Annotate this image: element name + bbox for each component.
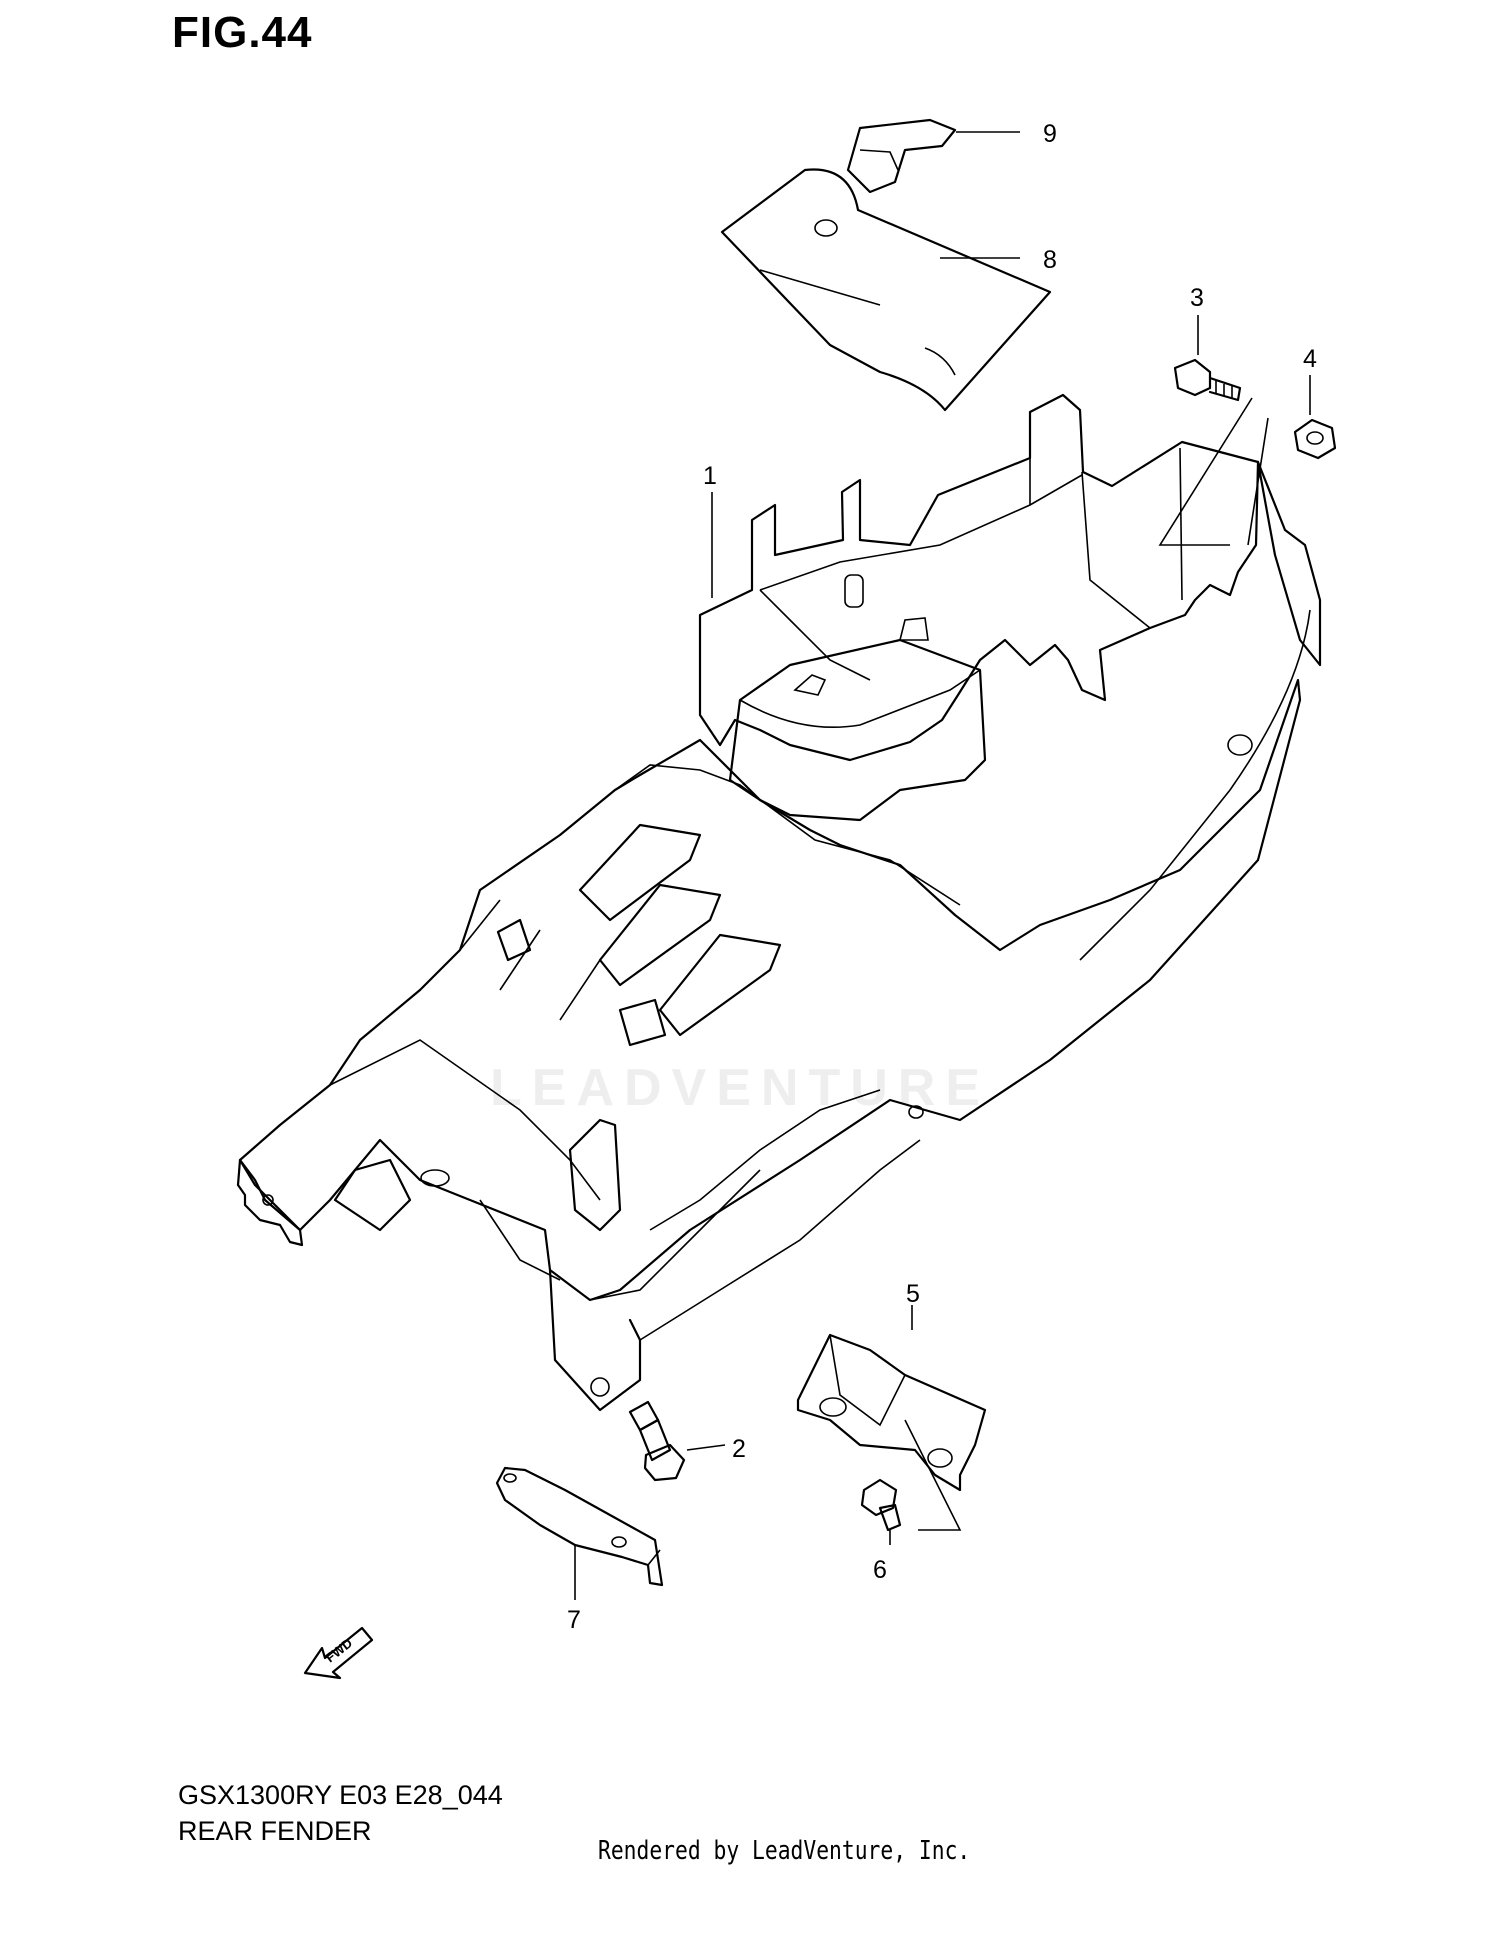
callout-7: 7 bbox=[567, 1606, 581, 1634]
model-code: GSX1300RY E03 E28_044 bbox=[178, 1780, 503, 1810]
part-cover[interactable] bbox=[720, 168, 1052, 412]
fwd-arrow: FWD bbox=[303, 1626, 374, 1680]
callout-1: 1 bbox=[703, 462, 717, 490]
watermark: LEADVENTURE bbox=[490, 1059, 991, 1117]
part-nut-4[interactable] bbox=[1293, 418, 1337, 460]
section-name: REAR FENDER bbox=[178, 1816, 372, 1846]
leader-lines bbox=[574, 131, 1311, 1600]
callout-numbers: 9 8 3 4 1 2 5 6 7 bbox=[567, 120, 1317, 1634]
part-bolt-2[interactable] bbox=[628, 1400, 686, 1482]
rendered-by-credit: Rendered by LeadVenture, Inc. bbox=[598, 1836, 971, 1866]
figure-title: FIG.44 bbox=[172, 8, 313, 57]
part-plate-7[interactable] bbox=[495, 1466, 664, 1587]
callout-5: 5 bbox=[906, 1280, 920, 1308]
part-bolt-3[interactable] bbox=[1173, 358, 1242, 402]
fwd-label: FWD bbox=[323, 1635, 356, 1665]
callout-9: 9 bbox=[1043, 120, 1057, 148]
part-bolt-6[interactable] bbox=[860, 1478, 902, 1532]
part-rear-fender[interactable] bbox=[236, 393, 1322, 1412]
callout-2: 2 bbox=[732, 1435, 746, 1463]
callout-8: 8 bbox=[1043, 246, 1057, 274]
part-strap[interactable] bbox=[846, 118, 957, 194]
callout-4: 4 bbox=[1303, 345, 1317, 373]
callout-6: 6 bbox=[873, 1556, 887, 1584]
part-bracket-5[interactable] bbox=[796, 1333, 987, 1492]
callout-3: 3 bbox=[1190, 284, 1204, 312]
